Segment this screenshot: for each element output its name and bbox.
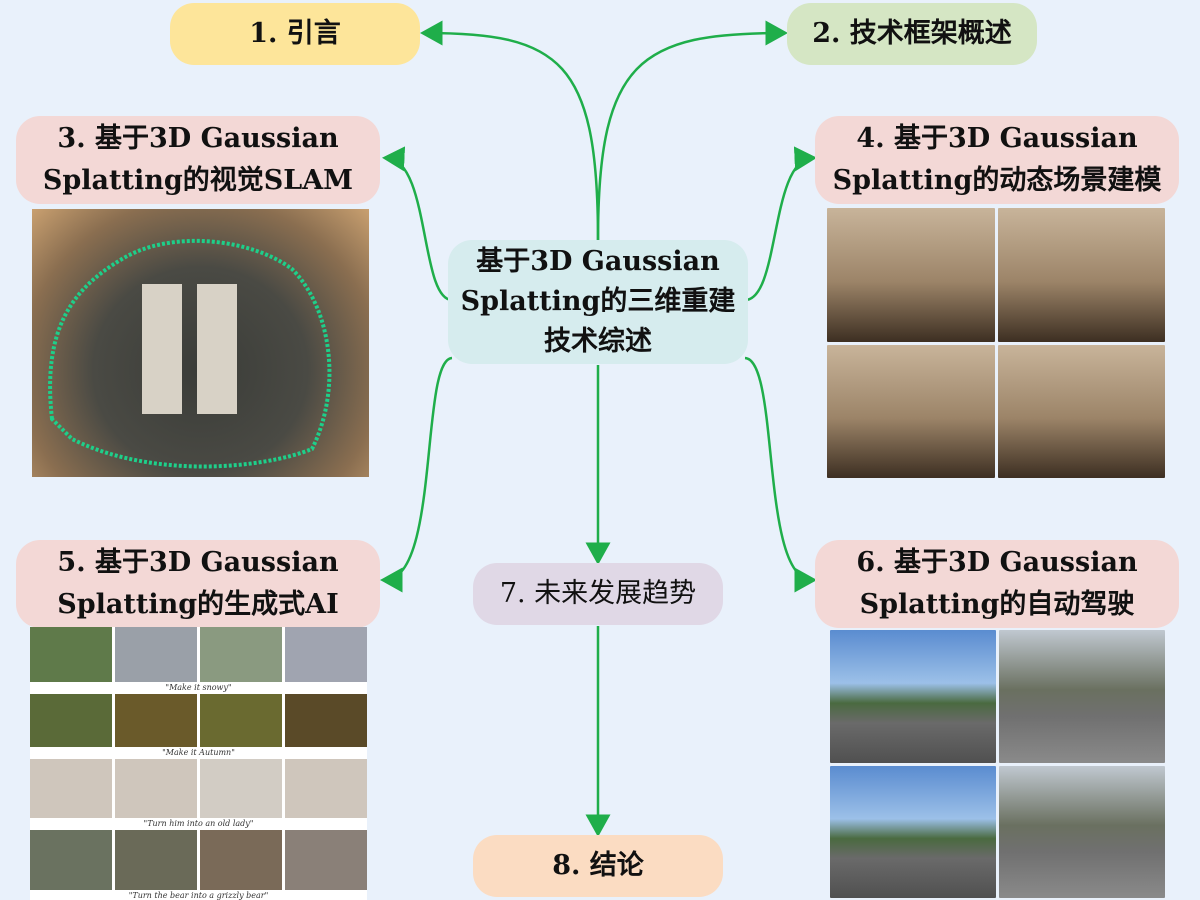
node-label: 6. 基于3D Gaussian xyxy=(856,547,1138,578)
caption: "Turn him into an old lady" xyxy=(30,818,367,830)
caption: "Make it snowy" xyxy=(30,682,367,694)
generative-ai-image: "Make it snowy" "Make it Autumn" "Turn h… xyxy=(30,627,367,900)
node-introduction: 1. 引言 xyxy=(170,3,420,65)
node-label: 3. 基于3D Gaussian xyxy=(57,123,339,154)
node-label: 8. 结论 xyxy=(552,850,644,881)
arrow-to-framework xyxy=(596,20,788,241)
arrow-to-intro xyxy=(420,20,600,241)
node-label: Splatting的动态场景建模 xyxy=(832,165,1162,196)
center-label: 基于3D Gaussian xyxy=(476,246,720,277)
arrow-to-slam xyxy=(382,146,453,302)
dynamic-scene-image xyxy=(827,208,1165,478)
node-label: 4. 基于3D Gaussian xyxy=(856,123,1138,154)
arrow-to-driving xyxy=(744,356,817,593)
node-label: 2. 技术框架概述 xyxy=(812,18,1012,49)
caption: "Turn the bear into a grizzly bear" xyxy=(30,890,367,900)
node-label: 1. 引言 xyxy=(249,18,341,49)
autonomous-driving-image xyxy=(830,630,1165,898)
caption: "Make it Autumn" xyxy=(30,747,367,759)
node-label: 5. 基于3D Gaussian xyxy=(57,547,339,578)
node-label: 7. 未来发展趋势 xyxy=(499,578,697,609)
node-future-trends: 7. 未来发展趋势 xyxy=(473,563,723,625)
center-label: Splatting的三维重建 xyxy=(460,286,736,317)
node-label: Splatting的自动驾驶 xyxy=(859,589,1135,620)
slam-trajectory-image xyxy=(32,209,369,477)
arrow-to-dynamic xyxy=(744,146,817,302)
node-conclusion: 8. 结论 xyxy=(473,835,723,897)
node-framework-overview: 2. 技术框架概述 xyxy=(787,3,1037,65)
center-label: 技术综述 xyxy=(544,326,652,357)
node-label: Splatting的视觉SLAM xyxy=(42,165,354,196)
node-label: Splatting的生成式AI xyxy=(57,589,339,620)
arrow-to-genai xyxy=(380,356,453,593)
